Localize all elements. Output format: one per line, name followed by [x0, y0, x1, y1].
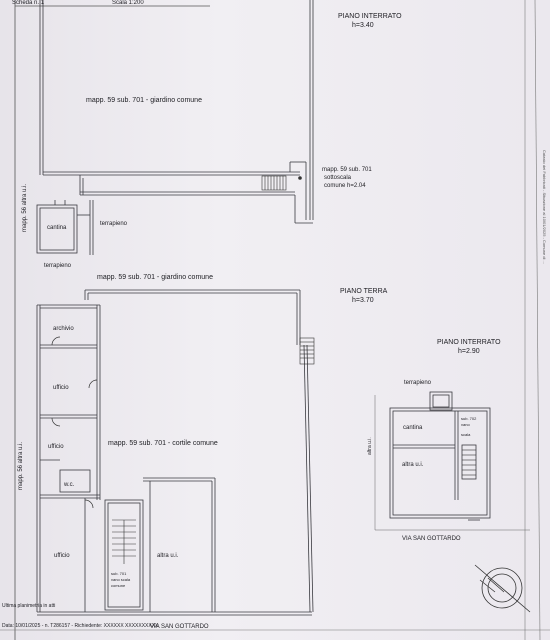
small-stair-line1: sub. 702 — [461, 416, 477, 421]
stair-line3: comune — [111, 583, 126, 588]
north-arrow-icon — [474, 564, 531, 613]
basement-title: PIANO INTERRATO — [338, 13, 402, 20]
street-small: VIA SAN GOTTARDO — [402, 536, 461, 542]
understair-line3: comune h=2.04 — [324, 183, 366, 189]
room-wc: w.c. — [64, 482, 75, 488]
understair-line1: mapp. 59 sub. 701 — [322, 167, 372, 173]
survey-point-icon — [298, 176, 302, 180]
garden-label-ground: mapp. 59 sub. 701 - giardino comune — [97, 274, 213, 281]
understair-line2: sottoscala — [324, 175, 352, 181]
basement-height: h=3.40 — [352, 22, 374, 29]
footer-line2: Data: 10/01/2025 - n. T286157 - Richiede… — [2, 623, 159, 629]
small-other-unit: altra u.i. — [402, 462, 424, 468]
street-ground: VIA SAN GOTTARDO — [150, 624, 209, 630]
stair-line1: sub. 701 — [111, 571, 127, 576]
footer-line1: Ultima planimetria in atti — [2, 603, 56, 609]
embankment-outer: terrapieno — [44, 263, 72, 269]
small-side-label: altra u.i. — [367, 437, 373, 455]
margin-note: Catasto dei Fabbricati - Situazione al 1… — [542, 150, 547, 264]
embankment-inner: terrapieno — [100, 221, 128, 227]
small-stair-line2: vano — [461, 422, 470, 427]
scale-label: Scala 1:200 — [112, 0, 144, 6]
side-map-top: mapp. 56 altra u.i. — [22, 183, 28, 232]
small-basement-height: h=2.90 — [458, 348, 480, 355]
sheet-info: Scheda n. 1 — [12, 0, 45, 6]
side-map-ground: mapp. 56 altra u.i. — [18, 441, 24, 490]
room-archive: archivio — [53, 326, 74, 332]
courtyard-label: mapp. 59 sub. 701 - cortile comune — [108, 440, 218, 447]
cellar-label-top: cantina — [47, 225, 67, 231]
room-office-3: ufficio — [54, 553, 70, 559]
room-office-1: ufficio — [53, 385, 69, 391]
ground-floor-height: h=3.70 — [352, 297, 374, 304]
small-embankment: terrapieno — [404, 380, 432, 386]
room-office-2: ufficio — [48, 444, 64, 450]
garden-label-top: mapp. 59 sub. 701 - giardino comune — [86, 97, 202, 104]
small-basement-title: PIANO INTERRATO — [437, 339, 501, 346]
stair-line2: vano scala — [111, 577, 131, 582]
ground-floor-title: PIANO TERRA — [340, 288, 388, 295]
room-other-unit: altra u.i. — [157, 553, 179, 559]
small-cellar: cantina — [403, 425, 423, 431]
small-stair-line3: scala — [461, 432, 471, 437]
